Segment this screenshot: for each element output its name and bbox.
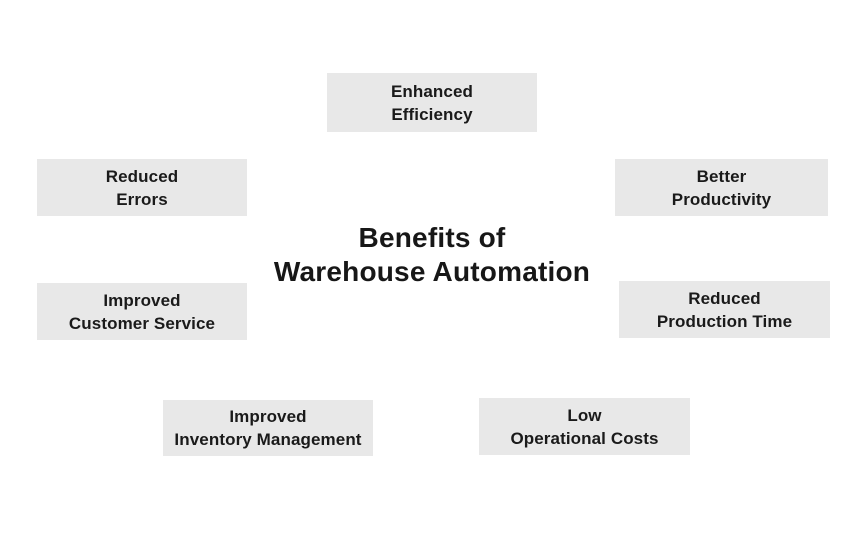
- benefit-label-line2: Productivity: [671, 189, 772, 209]
- diagram-title: Benefits of Warehouse Automation: [250, 221, 614, 289]
- benefit-label-line2: Errors: [116, 189, 168, 209]
- benefit-label-line1: Improved: [229, 407, 307, 426]
- benefit-label-line2: Inventory Management: [174, 430, 362, 449]
- diagram-title-line2: Warehouse Automation: [273, 256, 591, 287]
- benefit-label-line1: Low: [567, 405, 602, 425]
- benefit-box-improved-inventory-management: Improved Inventory Management: [163, 400, 373, 456]
- benefit-box-reduced-production-time: Reduced Production Time: [619, 281, 830, 338]
- benefit-label-line2: Efficiency: [391, 104, 473, 124]
- benefit-label-line1: Improved: [103, 290, 181, 310]
- benefit-box-improved-customer-service: Improved Customer Service: [37, 283, 247, 340]
- diagram-title-line1: Benefits of: [358, 222, 506, 253]
- benefit-label-line2: Production Time: [656, 311, 793, 331]
- benefit-label-line2: Operational Costs: [510, 428, 659, 448]
- benefit-label-line1: Better: [696, 166, 747, 186]
- benefit-box-enhanced-efficiency: Enhanced Efficiency: [327, 73, 537, 132]
- benefit-label-line1: Enhanced: [390, 81, 474, 101]
- benefit-label-line1: Reduced: [688, 288, 761, 308]
- benefit-box-better-productivity: Better Productivity: [615, 159, 828, 216]
- benefit-label-line2: Customer Service: [68, 313, 216, 333]
- benefit-box-low-operational-costs: Low Operational Costs: [479, 398, 690, 455]
- benefit-box-reduced-errors: Reduced Errors: [37, 159, 247, 216]
- benefit-label-line1: Reduced: [105, 166, 179, 186]
